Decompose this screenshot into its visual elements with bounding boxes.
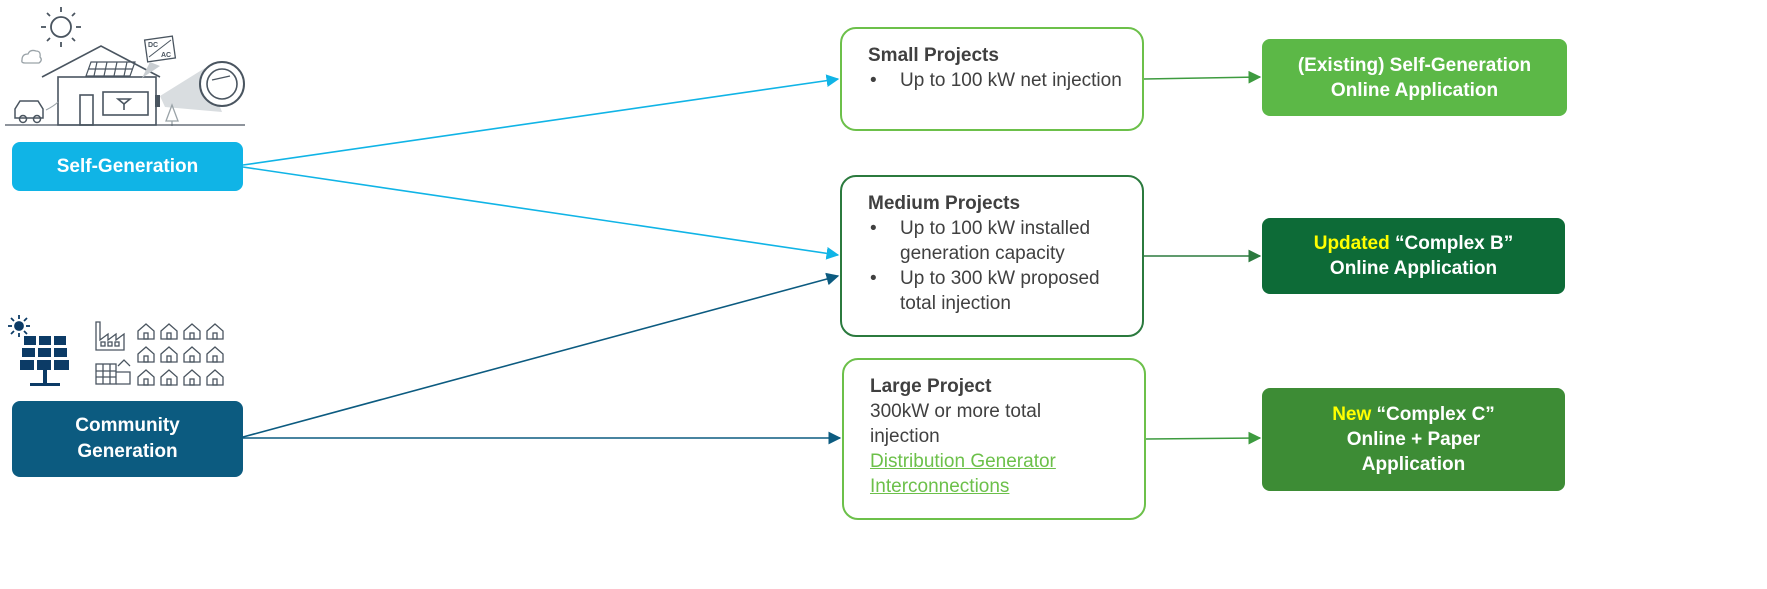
small-projects-list: •Up to 100 kW net injection [868,68,1132,93]
large-project-box: Large Project 300kW or more total inject… [842,358,1146,520]
arrow-self-to-small [242,74,840,166]
small-projects-title: Small Projects [868,45,999,66]
solar-array-icon [20,336,69,386]
houses-icon [137,323,224,386]
tree-icon [165,103,179,126]
large-project-line1: 300kW or more total [870,401,1042,422]
app1-line1: (Existing) Self-Generation [1297,54,1532,76]
updated-highlight: Updated [1313,233,1390,254]
sun-icon [41,7,81,47]
app1-line2: Online Application [1330,79,1499,101]
self-generation-illustration: DC AC [5,7,245,126]
complex-c-application-box: New “Complex C” Online + Paper Applicati… [1262,388,1565,491]
small-projects-box: Small Projects •Up to 100 kW net injecti… [840,27,1144,131]
svg-text:DC: DC [148,42,158,49]
arrow-small-to-app1 [1143,70,1262,84]
app3-line1: New “Complex C” [1332,404,1495,425]
self-generation-label: Self-Generation [56,155,199,177]
community-generation-box: Community Generation [12,401,243,477]
existing-self-generation-application-box: (Existing) Self-Generation Online Applic… [1262,39,1567,116]
cloud-icon [21,49,42,64]
list-item: •Up to 100 kW installed generation capac… [870,218,1091,264]
svg-text:AC: AC [161,52,171,59]
sun-icon [8,315,30,337]
self-generation-box: Self-Generation [12,142,243,191]
bullet: • [870,218,877,239]
new-highlight: New [1332,404,1372,425]
car-icon [14,100,59,124]
factory-icon [95,321,131,385]
community-generation-label-line1: Community [75,415,180,436]
arrow-community-to-medium [242,272,840,438]
medium-projects-title: Medium Projects [868,193,1021,214]
community-generation-illustration [8,315,224,386]
arrow-self-to-medium [242,166,840,260]
app2-line1: Updated “Complex B” [1313,233,1514,254]
large-project-line2: injection [870,426,940,447]
medium-projects-box: Medium Projects •Up to 100 kW installed … [840,175,1144,337]
large-project-title: Large Project [870,376,992,397]
solar-panel-icon [85,61,136,77]
medium-projects-list: •Up to 100 kW installed generation capac… [868,216,1132,316]
arrow-large-to-app3 [1145,431,1262,445]
list-item: •Up to 100 kW net injection [870,70,1122,91]
house-icon [41,45,161,126]
inverter-dc-ac-icon: DC AC [142,35,177,78]
list-item: •Up to 300 kW proposed total injection [870,268,1100,314]
meter-icon [155,61,245,112]
app3-line3: Application [1361,454,1466,475]
app2-line2: Online Application [1329,258,1498,279]
distribution-generator-link[interactable]: Distribution Generator Interconnections [870,451,1056,497]
bullet: • [870,268,877,289]
app3-line2: Online + Paper [1346,429,1481,450]
complex-b-application-box: Updated “Complex B” Online Application [1262,218,1565,294]
community-generation-label-line2: Generation [77,441,178,462]
bullet: • [870,70,877,91]
